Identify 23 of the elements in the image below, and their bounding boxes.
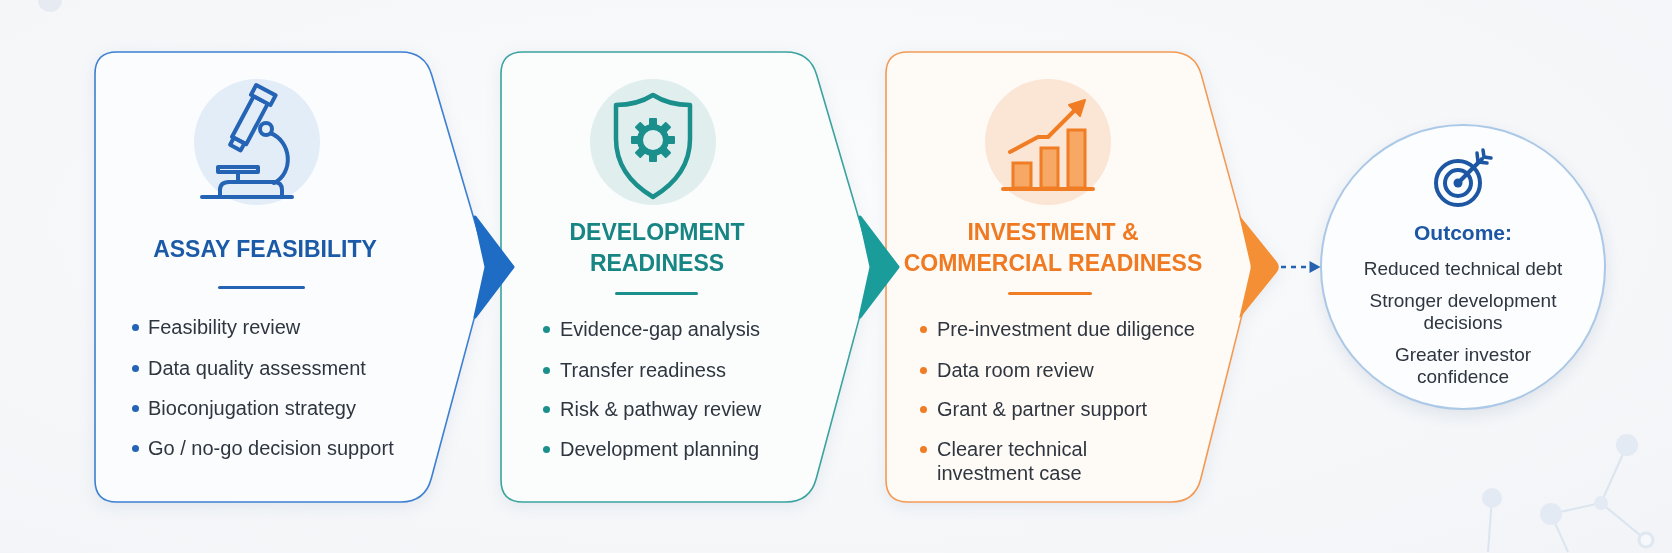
stage-title: INVESTMENT & COMMERCIAL READINESS (902, 217, 1204, 278)
bullet-text: Transfer readiness (560, 358, 726, 382)
bullet-text: Bioconjugation strategy (148, 396, 356, 420)
bullet-text: Development planning (560, 437, 760, 461)
stage-panel (885, 51, 1281, 503)
bullet-text: Feasibility review (148, 315, 301, 339)
chevron-arrow (858, 215, 900, 319)
bullet-text: Pre-investment due diligence (937, 317, 1195, 341)
bullet-text: Data quality assessment (148, 356, 366, 380)
bullet-text: Risk & pathway review (560, 397, 762, 421)
bullet-text: Grant & partner support (937, 397, 1148, 421)
bullet-text: Data room review (937, 358, 1094, 382)
outcome-text: Stronger development decisions (1368, 290, 1558, 334)
stage-title: DEVELOPMENT READINESS (568, 217, 746, 278)
outcome-text: Greater investor confidence (1393, 344, 1533, 388)
chevron-arrow (473, 215, 515, 319)
stage-title: ASSAY FEASIBILITY (152, 234, 378, 264)
outcome-text: Reduced technical debt (1362, 258, 1564, 280)
bullet-text: Evidence-gap analysis (560, 317, 761, 341)
dotted-arrow (1281, 261, 1321, 273)
bullet-text: Go / no-go decision support (148, 436, 394, 460)
bullet-text: Clearer technical investment case (937, 437, 1089, 485)
outcome-title: Outcome: (1413, 220, 1513, 246)
